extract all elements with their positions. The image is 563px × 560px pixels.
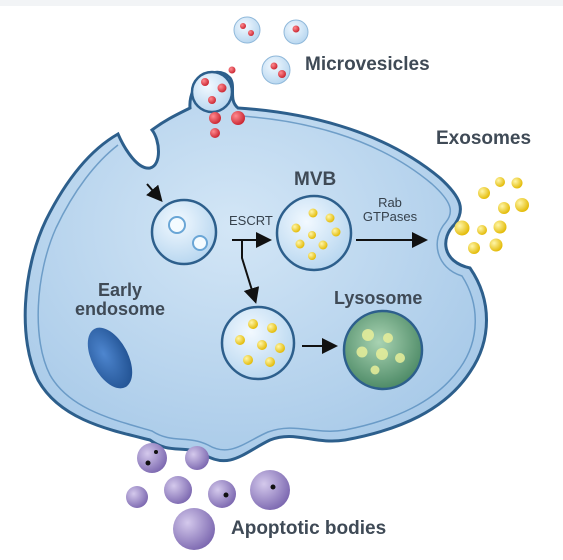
pathway-arrows: [146, 183, 428, 354]
exosomes-label: Exosomes: [436, 128, 532, 149]
apoptotic-bodies: [126, 443, 290, 550]
apoptotic-bodies-label: Apoptotic bodies: [231, 518, 387, 539]
microvesicle-cargo: [201, 78, 209, 86]
escrt-label: ESCRT: [229, 213, 273, 228]
released-exosomes: [454, 177, 529, 254]
top-band: [0, 0, 563, 6]
early-endosome-line1: Early: [97, 280, 143, 300]
microvesicles-label: Microvesicles: [305, 54, 430, 75]
cell-inner-membrane: [37, 115, 476, 451]
lysosome-label: Lysosome: [334, 288, 423, 308]
mvb: [275, 194, 353, 272]
microvesicle-cargo: [228, 66, 236, 74]
nucleus-blob: [87, 327, 133, 389]
early-endosome-line2: endosome: [74, 298, 166, 319]
microvesicle-cargo: [217, 83, 227, 93]
early-endosome: [150, 198, 218, 266]
microvesicle-budding: [190, 70, 234, 114]
rab-gtpases-label: Rab GTPases: [362, 196, 418, 223]
early-endosome-label: Early endosome: [74, 281, 166, 319]
lysosome: [342, 309, 424, 391]
cell-membrane: [23, 70, 488, 463]
microvesicle-cargo: [209, 112, 221, 124]
rab-gtpases-line1: Rab: [378, 195, 402, 210]
rab-gtpases-line2: GTPases: [362, 208, 418, 224]
microvesicle-cargo: [210, 128, 220, 138]
arrow-to-late-mvb: [241, 240, 260, 304]
mvb-label: MVB: [294, 169, 337, 190]
released-microvesicles: [233, 16, 309, 85]
late-mvb: [220, 305, 296, 381]
arrow-uptake: [146, 183, 163, 203]
microvesicle-cargo: [231, 111, 245, 125]
microvesicle-cargo: [208, 96, 216, 104]
